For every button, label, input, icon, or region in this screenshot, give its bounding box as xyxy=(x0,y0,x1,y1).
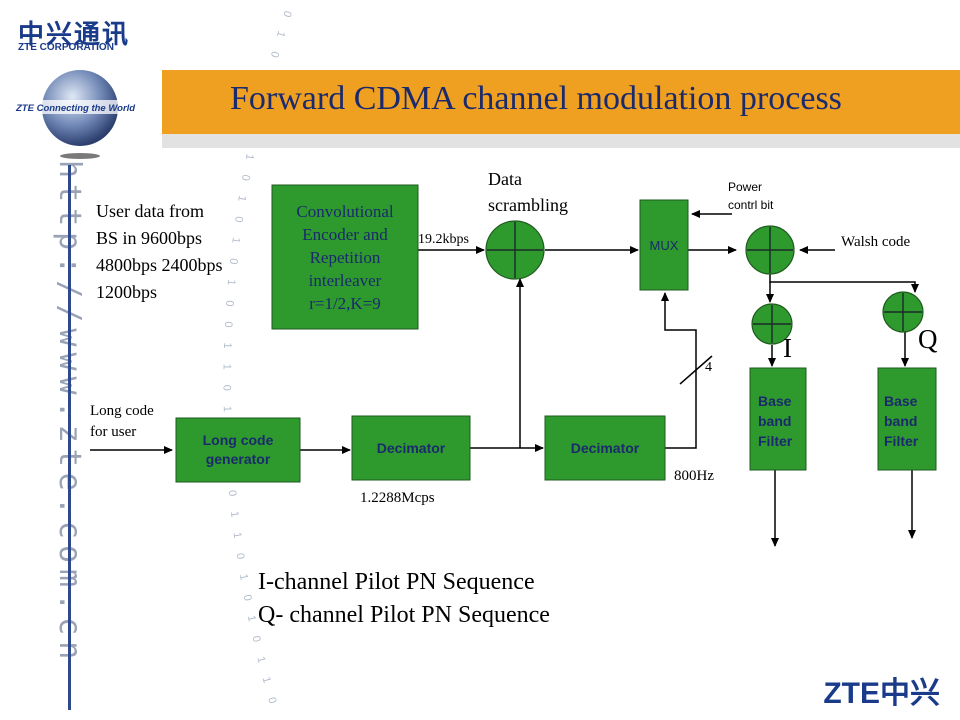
title-bar xyxy=(162,70,960,134)
power-line-2: contrl bit xyxy=(728,198,774,212)
company-logo-cn: 中兴通讯 xyxy=(18,20,131,50)
scrambling-line-2: scrambling xyxy=(488,195,568,215)
wire-decimator-mux xyxy=(661,292,697,449)
baseband-filter-q xyxy=(877,367,937,471)
scrambling-line-1: Data xyxy=(488,169,522,189)
decimator-label-2: Decimator xyxy=(570,440,640,456)
encoder-line-1: Convolutional xyxy=(296,201,394,221)
baseband-q-label: Base band Filter xyxy=(878,386,936,456)
slide-title: Forward CDMA channel modulation process xyxy=(230,80,842,117)
decimator-label-1: Decimator xyxy=(376,440,446,456)
input-line-2: BS in 9600bps xyxy=(96,228,203,248)
baseband-q-line-1: Base xyxy=(884,393,918,409)
baseband-filter-i xyxy=(749,367,807,471)
walsh-label: Walsh code xyxy=(841,234,911,250)
wire-walsh-q xyxy=(769,272,919,293)
power-label: Power contrl bit xyxy=(728,178,773,214)
decimator-box-1 xyxy=(351,415,471,481)
scrambling-label: Data scrambling xyxy=(488,166,568,218)
encoder-line-4: interleaver xyxy=(308,270,382,290)
company-logo-en: ZTE CORPORATION xyxy=(18,42,114,53)
long-code-input-line-1: Long code xyxy=(90,403,154,419)
title-shadow xyxy=(162,134,960,148)
encoder-box xyxy=(271,184,419,330)
long-code-generator-box xyxy=(175,417,301,483)
baseband-i-line-2: band xyxy=(758,413,792,429)
input-line-1: User data from xyxy=(96,201,204,221)
i-channel-label: I xyxy=(783,333,792,363)
long-code-gen-line-1: Long code xyxy=(202,432,274,448)
input-label: User data from BS in 9600bps 4800bps 240… xyxy=(96,198,223,306)
long-code-generator-label: Long code generator xyxy=(176,418,300,482)
freq-label: 800Hz xyxy=(674,468,714,484)
baseband-i-line-3: Filter xyxy=(758,433,793,449)
tagline: ZTE Connecting the World xyxy=(15,103,135,114)
left-rule xyxy=(68,165,71,710)
long-code-input-label: Long code for user xyxy=(90,401,154,443)
encoder-line-5: r=1/2,K=9 xyxy=(309,293,381,313)
long-code-input-line-2: for user xyxy=(90,424,137,440)
encoder-label: Convolutional Encoder and Repetition int… xyxy=(272,185,418,329)
divider-label: 4 xyxy=(705,360,712,375)
divider-slash xyxy=(679,355,713,385)
chip-rate-label: 1.2288Mcps xyxy=(360,490,435,506)
q-channel-label: Q xyxy=(918,324,938,354)
footer-logo: ZTE中兴 xyxy=(823,677,940,710)
baseband-i-label: Base band Filter xyxy=(750,386,806,456)
pilot-i-text: I-channel Pilot PN Sequence xyxy=(258,569,535,595)
input-line-4: 1200bps xyxy=(96,282,158,302)
input-line-3: 4800bps 2400bps xyxy=(96,255,223,275)
decimator-box-2 xyxy=(544,415,666,481)
long-code-gen-line-2: generator xyxy=(205,451,271,467)
baseband-i-line-1: Base xyxy=(758,393,792,409)
mux-box xyxy=(639,199,689,291)
pilot-sequences: I-channel Pilot PN Sequence Q- channel P… xyxy=(258,566,550,632)
globe-icon: ZTE Connecting the World xyxy=(14,70,148,159)
baseband-q-line-2: band xyxy=(884,413,918,429)
mux-label: MUX xyxy=(649,237,679,253)
rate-label: 19.2kbps xyxy=(418,232,469,247)
encoder-line-2: Encoder and xyxy=(302,224,388,244)
pilot-q-text: Q- channel Pilot PN Sequence xyxy=(258,602,550,628)
baseband-q-line-3: Filter xyxy=(884,433,919,449)
encoder-line-3: Repetition xyxy=(309,247,381,267)
power-line-1: Power xyxy=(728,180,763,194)
